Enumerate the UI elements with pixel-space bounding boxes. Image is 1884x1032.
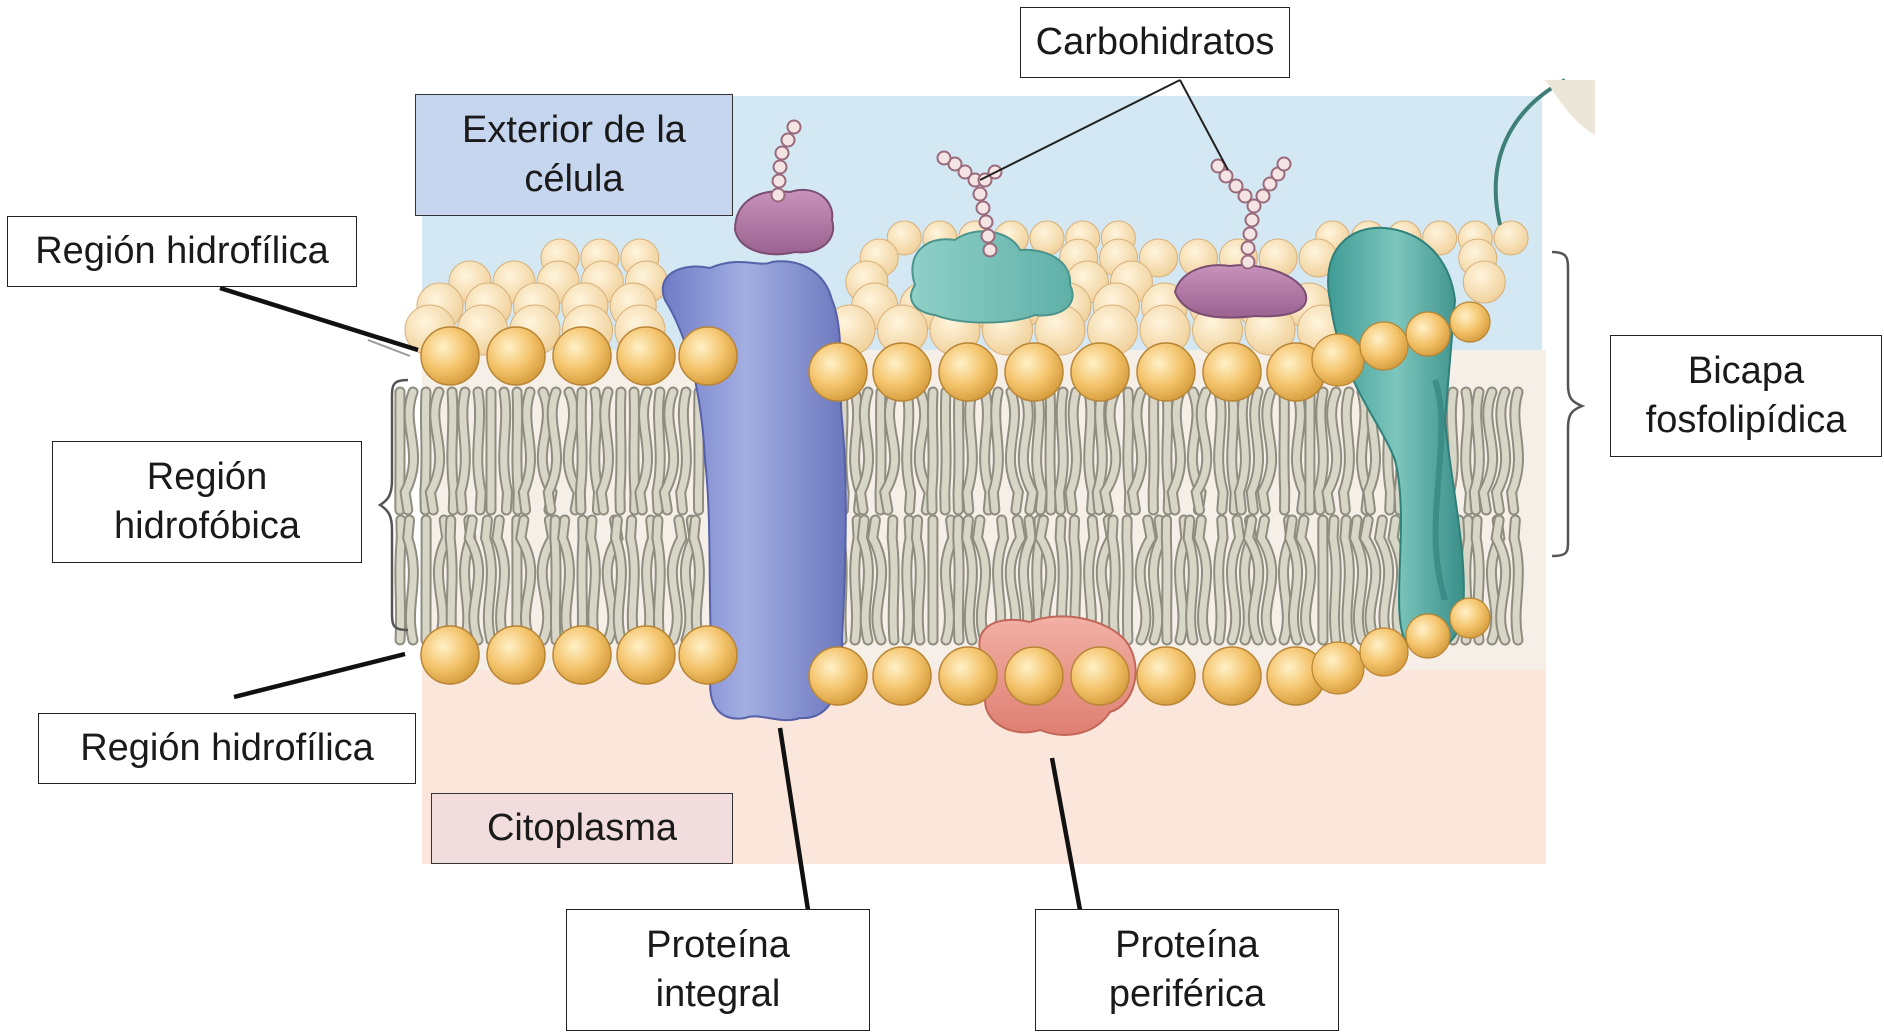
lipid-tail-fill — [1284, 392, 1285, 510]
lipid-tail-fill — [1333, 520, 1336, 640]
lipid-tail-fill — [504, 392, 508, 510]
phosphate-head — [939, 343, 997, 401]
hydrophilic-region-bottom-label: Región hidrofílica — [38, 713, 416, 784]
phosphate-head — [1406, 312, 1450, 356]
lipid-tail-fill — [907, 392, 911, 510]
glycoprotein-left — [735, 190, 833, 254]
lipid-tail-fill — [582, 520, 583, 640]
sugar-bead — [982, 230, 995, 243]
sugar-bead — [782, 134, 795, 147]
phosphate-head — [487, 327, 545, 385]
lipid-tail-fill — [478, 392, 481, 510]
phosphate-head — [617, 327, 675, 385]
phosphate-head — [1312, 334, 1364, 386]
sugar-bead — [1257, 190, 1270, 203]
carbohydrates-label: Carbohidratos — [1020, 7, 1290, 78]
phosphate-head — [939, 647, 997, 705]
sugar-bead — [788, 121, 801, 134]
phosphate-head — [809, 343, 867, 401]
lipid-tail-fill — [958, 520, 959, 640]
bilayer-brace — [1552, 252, 1582, 556]
hydrophobic-region-label: Región hidrofóbica — [52, 441, 362, 563]
phosphate-head-far — [1494, 221, 1528, 255]
phosphate-head — [421, 327, 479, 385]
lipid-tail-fill — [452, 392, 454, 510]
phosphate-head — [421, 626, 479, 684]
outside-cell-label: Exterior de la célula — [415, 94, 733, 216]
phosphate-head — [1360, 322, 1408, 370]
lipid-tail-fill — [1112, 520, 1115, 640]
sugar-bead — [774, 161, 787, 174]
sugar-bead — [938, 152, 951, 165]
phosphate-head — [873, 647, 931, 705]
peripheral-protein-label: Proteína periférica — [1035, 909, 1339, 1031]
sugar-bead — [977, 202, 990, 215]
phosphate-head — [1312, 642, 1364, 694]
phosphate-head — [1450, 598, 1490, 638]
phosphate-head — [873, 343, 931, 401]
phosphate-head — [1005, 647, 1063, 705]
lipid-tail-fill — [580, 392, 582, 510]
phospholipid-bilayer-label: Bicapa fosfolipídica — [1610, 335, 1882, 457]
sugar-bead — [1230, 180, 1243, 193]
sugar-bead — [773, 175, 786, 188]
lipid-tail-fill — [1059, 392, 1063, 510]
phosphate-head — [617, 626, 675, 684]
phosphate-head — [1450, 302, 1490, 342]
lipid-tail-fill — [555, 520, 556, 640]
hydrophilic-region-top-label: Región hidrofílica — [7, 216, 357, 287]
integral-protein-label: Proteína integral — [566, 909, 870, 1031]
lipid-tail-fill — [1127, 520, 1128, 640]
sugar-bead — [974, 188, 987, 201]
lipid-tail-fill — [907, 520, 910, 640]
hydrophilic-top-pointer — [220, 288, 418, 350]
lipid-tail-fill — [657, 520, 660, 640]
cytoplasm-label: Citoplasma — [431, 793, 733, 864]
lipid-tail-fill — [932, 392, 933, 510]
phosphate-head — [1137, 647, 1195, 705]
lipid-tail-fill — [1153, 392, 1154, 510]
sugar-bead — [1246, 214, 1259, 227]
lipid-tail-fill — [698, 392, 699, 510]
sugar-bead — [776, 147, 789, 160]
phosphate-head — [1406, 614, 1450, 658]
phosphate-head — [553, 626, 611, 684]
phosphate-head — [1137, 343, 1195, 401]
phosphate-head — [1071, 343, 1129, 401]
phosphate-head — [1005, 343, 1063, 401]
lipid-tail-fill — [1050, 392, 1051, 510]
hydrophilic-bottom-pointer — [234, 654, 405, 697]
phosphate-head — [1203, 647, 1261, 705]
phosphate-head — [1071, 647, 1129, 705]
lipid-tail-fill — [1166, 520, 1167, 640]
sugar-bead — [980, 216, 993, 229]
lipid-tail-fill — [958, 392, 959, 510]
lipid-tail-fill — [945, 392, 946, 510]
phosphate-head — [679, 327, 737, 385]
sugar-bead — [772, 189, 785, 202]
sugar-bead — [1242, 256, 1255, 269]
lipid-tail-fill — [450, 520, 452, 640]
lipid-tail-fill — [631, 520, 635, 640]
phosphate-head-far — [1463, 261, 1505, 303]
lipid-tail-fill — [620, 392, 621, 510]
phosphate-head — [809, 647, 867, 705]
sugar-bead — [984, 244, 997, 257]
phosphate-head — [1360, 628, 1408, 676]
sugar-bead — [1244, 228, 1257, 241]
lipid-tail-fill — [916, 520, 920, 640]
phosphate-head — [487, 626, 545, 684]
sugar-bead — [1242, 242, 1255, 255]
sugar-bead — [1278, 158, 1291, 171]
phosphate-head — [679, 626, 737, 684]
lipid-tail-fill — [892, 520, 894, 640]
cell-curve-edge-2 — [1545, 80, 1595, 135]
phosphate-head — [1203, 343, 1261, 401]
phosphate-head — [553, 327, 611, 385]
lipid-tail-fill — [400, 520, 401, 640]
